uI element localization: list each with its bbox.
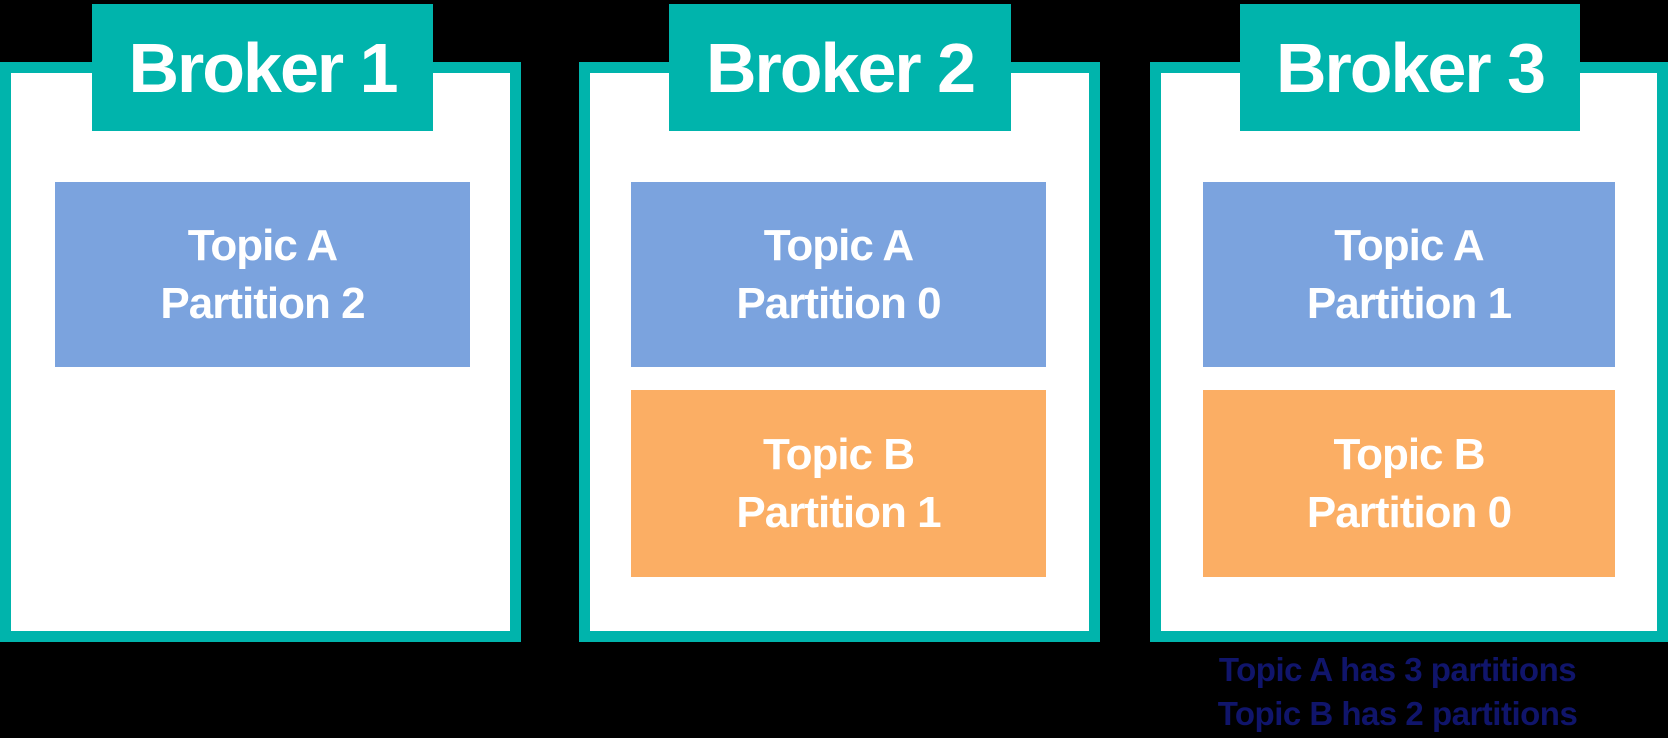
- partition-label: Partition 1: [1306, 278, 1512, 328]
- partition-label: Partition 0: [1306, 487, 1512, 537]
- broker-3-header: Broker 3: [1240, 4, 1580, 131]
- broker-1-topic-a-partition-block: Topic A Partition 2: [55, 182, 470, 367]
- topic-label: Topic A: [187, 221, 338, 271]
- topic-label: Topic A: [763, 221, 914, 271]
- broker-2-topic-b-partition-block: Topic B Partition 1: [631, 390, 1046, 577]
- partition-count-note: Topic A has 3 partitions Topic B has 2 p…: [1135, 648, 1660, 736]
- topic-label: Topic B: [762, 430, 915, 480]
- broker-2-topic-a-partition-block: Topic A Partition 0: [631, 182, 1046, 367]
- partition-label: Partition 0: [736, 278, 941, 328]
- broker-2-header: Broker 2: [669, 4, 1011, 131]
- broker-3-topic-b-partition-block: Topic B Partition 0: [1203, 390, 1615, 577]
- note-topic-b-line: Topic B has 2 partitions: [1217, 695, 1578, 732]
- topic-label: Topic A: [1334, 221, 1484, 271]
- broker-1-title: Broker 1: [128, 28, 398, 107]
- broker-3-topic-a-partition-block: Topic A Partition 1: [1203, 182, 1615, 367]
- topic-label: Topic B: [1333, 430, 1485, 480]
- note-topic-a-line: Topic A has 3 partitions: [1218, 651, 1577, 688]
- broker-3-title: Broker 3: [1275, 28, 1546, 107]
- broker-2-title: Broker 2: [705, 28, 976, 107]
- partition-label: Partition 2: [160, 278, 365, 328]
- broker-1-header: Broker 1: [92, 4, 433, 131]
- partition-label: Partition 1: [736, 487, 941, 537]
